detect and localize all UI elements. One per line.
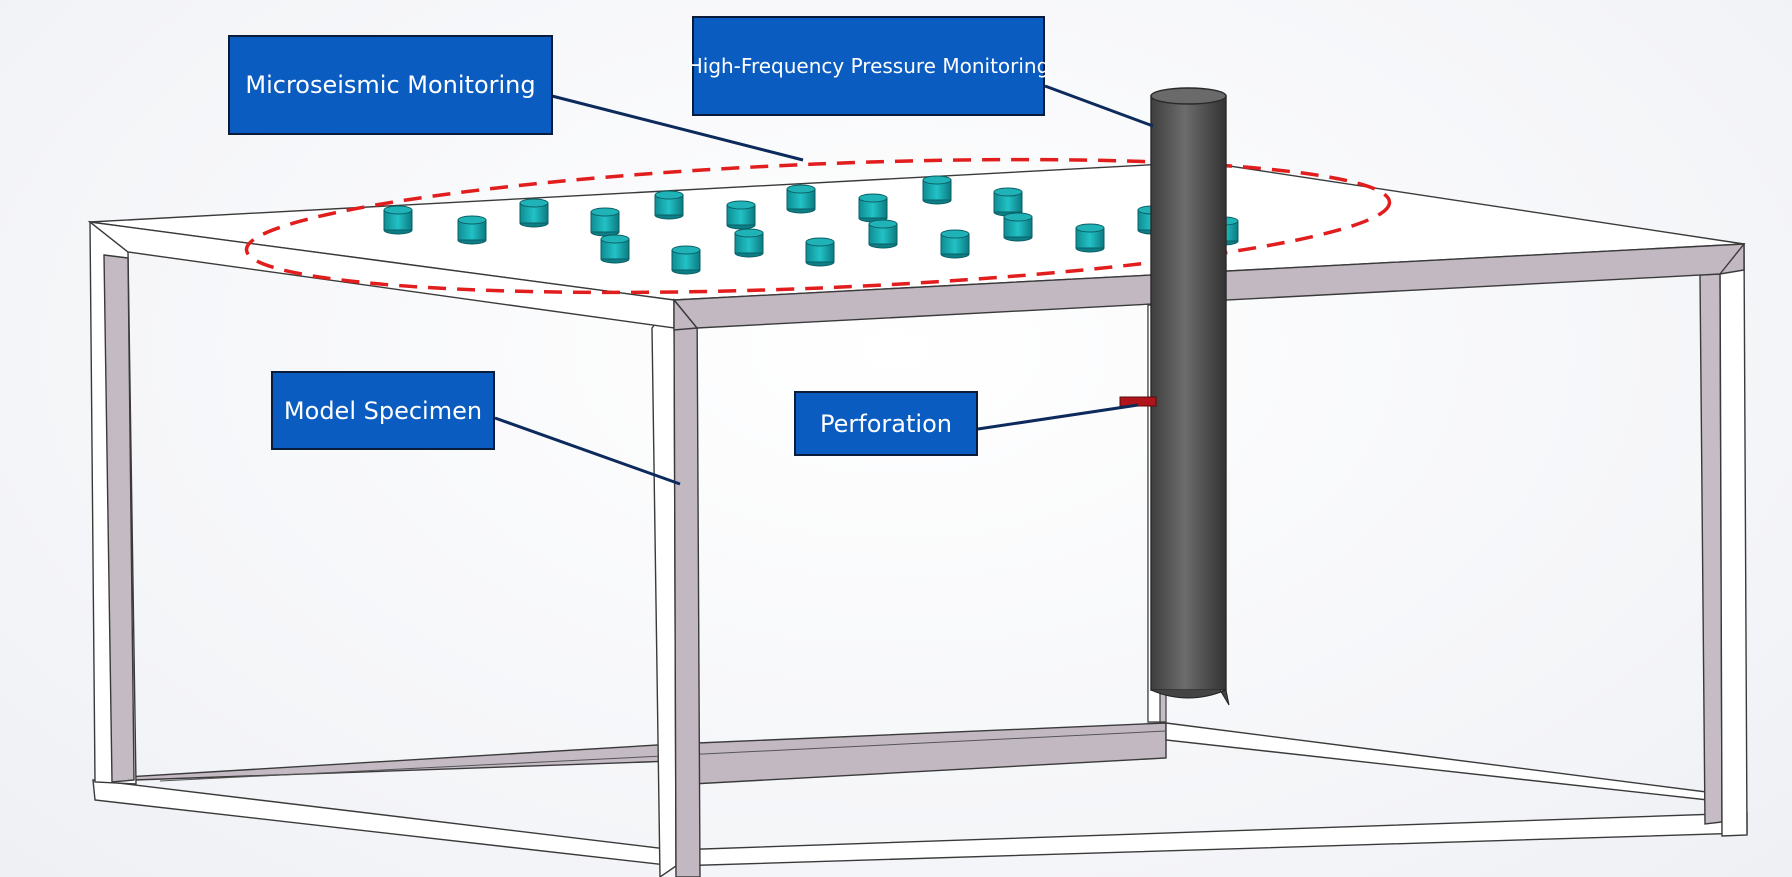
leader-specimen	[494, 416, 681, 486]
leader-microseismic	[551, 94, 804, 162]
pressure-monitoring-text: High-Frequency Pressure Monitoring	[687, 54, 1050, 78]
wellbore	[1150, 87, 1230, 706]
sensor-cylinder	[726, 200, 756, 230]
sensor-cylinder	[519, 198, 549, 228]
top-plate	[87, 161, 1746, 331]
sensor-cylinder	[868, 219, 898, 249]
pressure-monitoring-label: High-Frequency Pressure Monitoring	[688, 16, 1049, 116]
leader-pressure	[1044, 84, 1154, 128]
leader-perforation	[977, 403, 1139, 431]
frame-right-post	[1699, 243, 1748, 837]
sensor-cylinder	[786, 184, 816, 214]
frame-middle-post	[651, 297, 701, 877]
sensor-cylinder	[457, 215, 487, 245]
monitoring-zone-ellipse	[244, 157, 1392, 295]
model-specimen-text: Model Specimen	[283, 396, 483, 425]
sensor-cylinder	[858, 193, 888, 223]
sensor-cylinder	[671, 245, 701, 275]
frame-left-post	[89, 220, 137, 785]
leader-lines	[494, 84, 1154, 486]
sensor-cylinder	[383, 205, 413, 235]
model-specimen-label: Model Specimen	[271, 371, 495, 450]
sensor-cylinder	[805, 237, 835, 267]
microseismic-monitoring-label: Microseismic Monitoring	[228, 35, 553, 135]
sensor-cylinder	[590, 207, 620, 237]
perforation-text: Perforation	[820, 409, 952, 438]
perforation-label: Perforation	[794, 391, 978, 456]
sensor-cylinder	[993, 187, 1023, 217]
sensor-cylinder	[600, 234, 630, 264]
sensor-cylinder	[922, 175, 952, 205]
frame-bottom	[92, 722, 1748, 867]
perforation-marker	[1119, 396, 1157, 407]
sensor-cylinder	[1003, 212, 1033, 242]
microseismic-monitoring-text: Microseismic Monitoring	[245, 71, 536, 99]
sensor-cylinder	[654, 190, 684, 220]
sensor-cylinder	[940, 229, 970, 259]
sensor-cylinder	[734, 228, 764, 258]
sensor-cylinder	[1075, 223, 1105, 253]
